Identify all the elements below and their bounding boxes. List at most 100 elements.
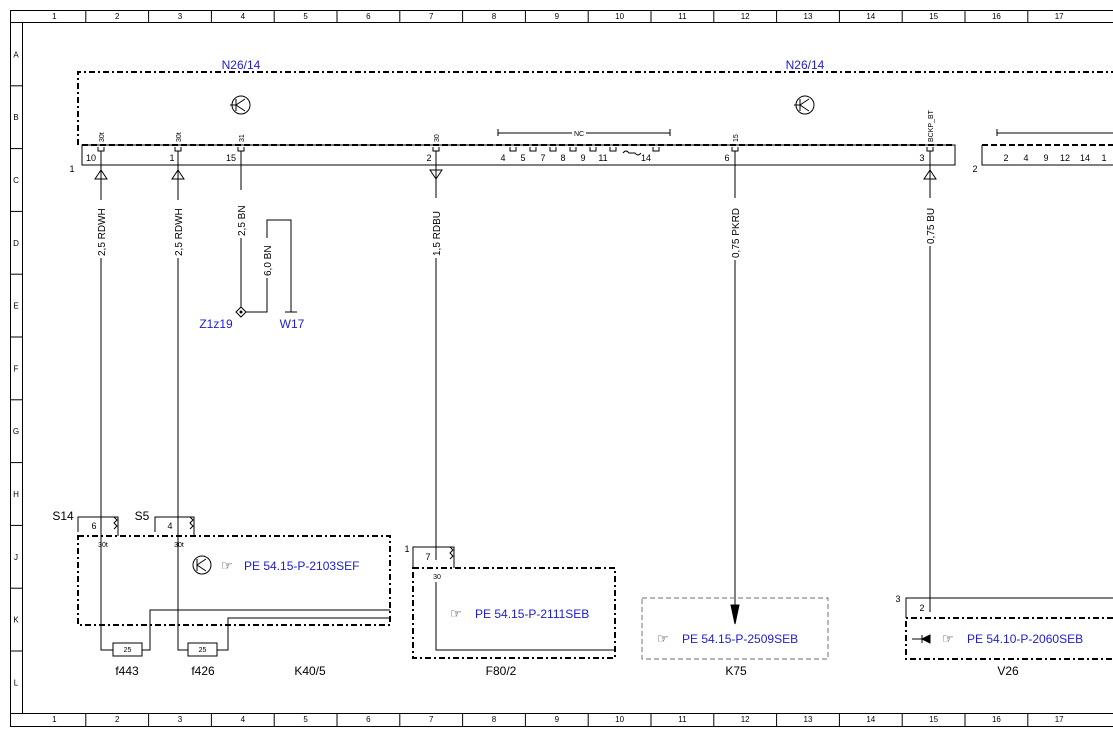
grid-column-label: 15	[929, 715, 938, 724]
k75-ref: PE 54.15-P-2509SEB	[682, 632, 798, 646]
pin-label: 1	[1101, 153, 1106, 163]
grid-column-label: 12	[741, 12, 750, 21]
grid-row-label: E	[13, 302, 18, 311]
grid-column-label: 9	[555, 715, 560, 724]
wire-label: 1,5 RDBU	[432, 211, 443, 256]
module-label-right: N26/14	[786, 58, 825, 72]
grid-column-label: 10	[615, 715, 624, 724]
grid-column-label: 17	[1055, 12, 1064, 21]
grid-column-label: 8	[492, 715, 497, 724]
signal-label: BCKP_BT	[928, 109, 935, 142]
grid-column-label: 11	[678, 715, 687, 724]
f80-housing	[412, 546, 455, 568]
v26-number: 3	[895, 594, 900, 604]
wire-3: 2,5 BN 6,0 BN	[235, 151, 297, 318]
grid-column-label: 3	[178, 12, 183, 21]
grid-row-label: L	[14, 678, 19, 687]
module-symbol-icon	[230, 95, 251, 115]
diode-icon	[912, 634, 931, 644]
k40-ref: PE 54.15-P-2103SEF	[244, 559, 359, 573]
v26-label: V26	[997, 664, 1019, 678]
wire-6: 0,75 PKRD	[730, 151, 742, 625]
pin-label: 1	[169, 153, 174, 163]
signal-label: 15	[733, 134, 740, 142]
pin-label: 11	[598, 153, 607, 163]
grid-row-label: J	[14, 553, 18, 562]
pin-label: 6	[724, 153, 729, 163]
grid-column-label: 5	[303, 715, 308, 724]
signal-label: 30t	[99, 132, 106, 142]
grid-row-label: H	[13, 490, 19, 499]
s14-pin: 6	[91, 521, 96, 531]
grid-row-label: B	[13, 113, 18, 122]
signal-label: 31	[239, 134, 246, 142]
fuse-wire	[177, 625, 229, 651]
reference-hand-icon: ☞	[221, 558, 233, 573]
pin-label: 2	[426, 153, 431, 163]
grid-column-label: 7	[429, 715, 434, 724]
grid-column-label: 12	[741, 715, 750, 724]
grid-column-label: 13	[804, 715, 813, 724]
fuse-f426	[187, 642, 218, 657]
grid-column-label: 1	[52, 715, 57, 724]
k75-label: K75	[725, 664, 747, 678]
s5-pin: 4	[167, 521, 172, 531]
grid-column-label: 4	[241, 12, 246, 21]
pin-label: 8	[560, 153, 565, 163]
reference-hand-icon: ☞	[657, 631, 669, 646]
ground-point-w: W17	[280, 317, 305, 331]
f80-pin-signal: 30	[433, 574, 441, 581]
pin-label: 4	[500, 153, 505, 163]
v26-ref: PE 54.10-P-2060SEB	[967, 632, 1083, 646]
grid-row-label: G	[13, 427, 19, 436]
grid-column-label: 17	[1055, 715, 1064, 724]
f80-label: F80/2	[486, 664, 517, 678]
diagram-frame	[10, 10, 1113, 727]
grid-column-label: 14	[866, 715, 875, 724]
grid-column-label: 2	[115, 715, 120, 724]
wire-label: 0,75 PKRD	[731, 208, 742, 258]
signal-label: 30	[434, 134, 441, 142]
grid-row-label: F	[14, 364, 19, 373]
reference-hand-icon: ☞	[942, 631, 954, 646]
k40-outline	[77, 535, 391, 626]
signal-label: 30t	[176, 132, 183, 142]
grid-column-label: 5	[303, 12, 308, 21]
grid-column-label: 8	[492, 12, 497, 21]
k40-label: K40/5	[294, 664, 326, 678]
f80-number: 1	[404, 544, 409, 554]
fuse-wire	[100, 625, 151, 651]
v26-outline	[905, 617, 1113, 660]
bridge-icon	[622, 150, 642, 156]
k40-internal-wires	[149, 609, 390, 625]
fuse-label: f443	[115, 664, 139, 678]
s5-housing	[154, 516, 195, 536]
k40-pin-signal: 30t	[174, 542, 184, 549]
wire-label: 6,0 BN	[263, 245, 274, 276]
v26-pin: 2	[919, 603, 924, 613]
nc-label: NC	[574, 131, 584, 138]
wire-5: 1,5 RDBU	[429, 151, 443, 560]
module-outline	[77, 71, 1113, 145]
pin-label: 12	[1060, 153, 1070, 163]
wire-label: 0,75 BU	[926, 208, 937, 244]
k75-outline	[641, 597, 829, 660]
wire-7: 0,75 BU	[923, 151, 937, 612]
fuse-value: 25	[124, 647, 132, 654]
connector-2-number: 2	[972, 164, 977, 174]
pin-label: 7	[540, 153, 545, 163]
reference-hand-icon: ☞	[450, 606, 462, 621]
spring-icon	[113, 516, 118, 530]
wire-label: 2,5 BN	[237, 205, 248, 236]
connector-2-body	[981, 145, 1113, 166]
f80-ref: PE 54.15-P-2111SEB	[475, 607, 589, 621]
spring-icon	[449, 546, 454, 560]
pin-label: 14	[1080, 153, 1090, 163]
k40-pin-signal: 30t	[98, 542, 108, 549]
grid-column-label: 1	[52, 12, 57, 21]
wire-label: 2,5 RDWH	[174, 208, 185, 256]
grid-column-label: 2	[115, 12, 120, 21]
pin-label: 5	[520, 153, 525, 163]
spring-icon	[189, 516, 194, 530]
